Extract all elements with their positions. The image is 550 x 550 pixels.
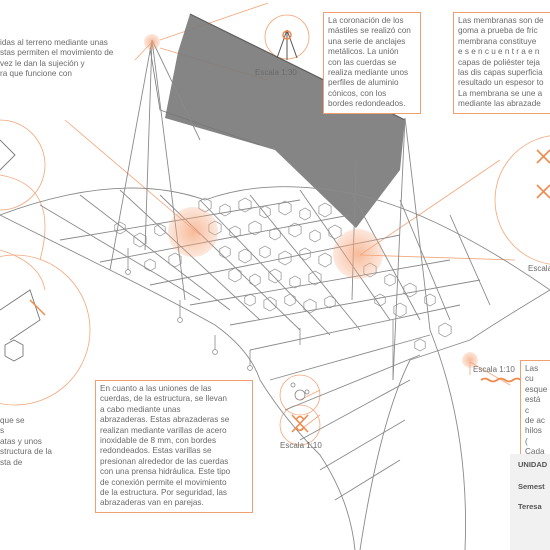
- hex-cell: [229, 225, 241, 239]
- hex-cell: [278, 250, 292, 266]
- hex-cell: [438, 322, 452, 338]
- hex-cell: [268, 268, 282, 284]
- mast-crown-detail-icon: [276, 29, 298, 60]
- title-block: UNIDAD Semest Teresa: [510, 454, 550, 550]
- hex-cell: [318, 252, 332, 268]
- cable-detail-icon: [480, 377, 522, 383]
- hex-cell: [238, 248, 252, 264]
- hex-cell: [299, 207, 311, 221]
- note-membrane: Las membranas son de goma a prueba de fr…: [453, 12, 550, 114]
- hex-cell: [278, 200, 292, 216]
- scale-label-right: Escala: [528, 264, 550, 273]
- hex-cell: [299, 247, 311, 261]
- title-row-semester: Semest: [518, 482, 545, 491]
- hex-cell: [263, 296, 277, 312]
- title-row-author: Teresa: [518, 502, 542, 511]
- cable-joint-detail-icon: [536, 149, 550, 199]
- hex-cell: [424, 293, 436, 307]
- hanging-rods: [125, 248, 394, 380]
- hex-cell: [309, 229, 321, 243]
- hex-cell: [308, 270, 322, 286]
- hex-cell: [219, 245, 231, 259]
- note-clamps: En cuanto a las uniones de las cuerdas, …: [95, 380, 253, 513]
- hex-cell: [248, 220, 262, 236]
- hex-cell: [414, 338, 426, 352]
- hex-cell: [259, 205, 271, 219]
- hex-cell: [284, 293, 296, 307]
- hex-cell: [324, 295, 336, 309]
- scale-label-right-low: Escala 1:10: [473, 365, 515, 374]
- note-bottom-left: que se s atas y unos structura de la sta…: [0, 416, 52, 467]
- hex-cell: [259, 245, 271, 259]
- hex-cell: [228, 267, 242, 283]
- hex-cell: [168, 252, 182, 268]
- left-joint-detail-icon: [0, 139, 46, 362]
- hex-cell: [393, 302, 407, 318]
- hex-cell: [384, 273, 396, 287]
- hex-cell: [374, 293, 386, 307]
- clamp-detail-icon: [290, 382, 310, 433]
- hex-cell: [289, 275, 301, 289]
- highlight-spots: [144, 34, 478, 368]
- hex-cell: [114, 221, 126, 235]
- hex-cell: [238, 197, 252, 213]
- hex-cell: [403, 282, 417, 298]
- hex-cell: [269, 227, 281, 241]
- hex-cell: [219, 203, 231, 217]
- note-mast-crown: La coronación de los mástiles se realizó…: [323, 12, 421, 114]
- hex-cell: [244, 293, 256, 307]
- hex-cell: [144, 258, 156, 272]
- hex-mesh: [114, 197, 452, 352]
- title-row-unit: UNIDAD: [518, 460, 548, 469]
- hex-cell: [249, 273, 261, 287]
- hex-cell: [328, 224, 342, 240]
- mesh-frame: [0, 39, 550, 550]
- hex-cell: [133, 232, 147, 248]
- hex-cell: [303, 298, 317, 314]
- hex-cell: [288, 222, 302, 238]
- note-ground-anchors: idas al terreno mediante unas stas permi…: [0, 38, 114, 79]
- hex-cell: [318, 202, 332, 218]
- scale-label-top: Escala 1:30: [255, 68, 297, 77]
- scale-label-bottom: Escala 1:10: [280, 441, 322, 450]
- hex-cell: [154, 223, 166, 237]
